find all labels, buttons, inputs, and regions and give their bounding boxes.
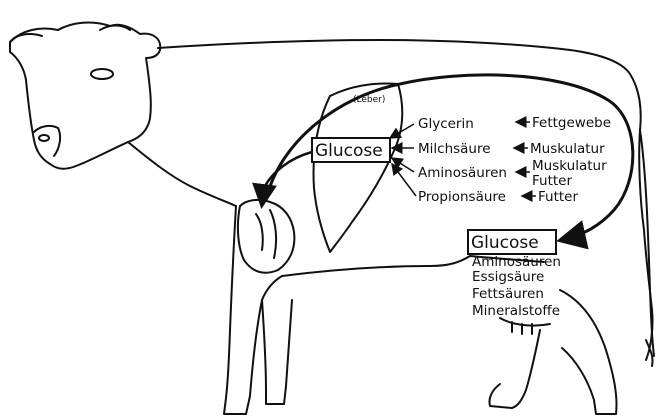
source-muskulatur-2: Muskulatur	[532, 158, 607, 174]
precursor-milchsaeure: Milchsäure	[418, 141, 491, 157]
precursor-aminosaeuren: Aminosäuren	[418, 165, 507, 181]
udder-fettsaeuren: Fettsäuren	[472, 286, 544, 302]
liver-glucose-label: Glucose	[315, 141, 383, 161]
arrow-aminosaeuren	[392, 158, 414, 172]
source-futter: Futter	[538, 189, 578, 205]
precursor-propionsaeure: Propionsäure	[418, 189, 506, 205]
udder-glucose-label: Glucose	[471, 233, 539, 253]
udder-aminosaeuren: Aminosäuren	[472, 254, 561, 270]
udder-mineralstoffe: Mineralstoffe	[472, 303, 560, 319]
arrow-propionsaeure	[392, 164, 416, 196]
source-futter-2: Futter	[532, 173, 572, 189]
arrow-liver-to-heart	[262, 152, 312, 204]
source-fettgewebe: Fettgewebe	[532, 115, 611, 131]
liver-label: (Leber)	[353, 95, 385, 105]
precursor-glycerin: Glycerin	[418, 116, 474, 132]
udder-essigsaeure: Essigsäure	[472, 269, 544, 285]
source-muskulatur: Muskulatur	[530, 141, 605, 157]
